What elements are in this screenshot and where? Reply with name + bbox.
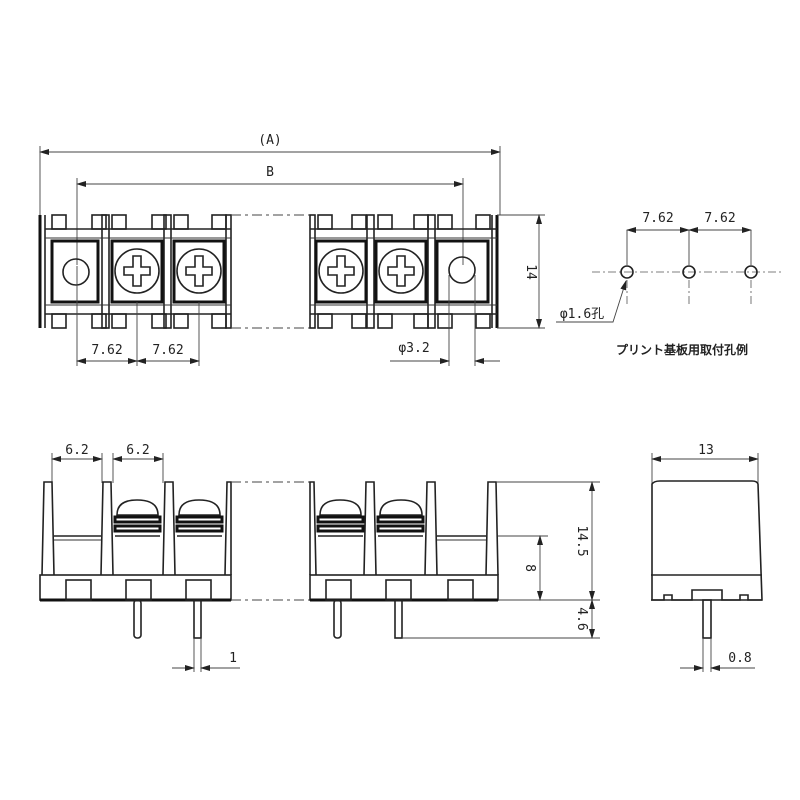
dimension-pitch-top: 7.62 7.62 [76, 266, 200, 366]
phillips-screw-icon [123, 255, 151, 287]
hole-leader-line [556, 280, 627, 323]
screw-terminal-3 [314, 239, 368, 304]
phillips-screw-icon [387, 255, 415, 287]
width-label-2: 6.2 [126, 443, 149, 458]
pcb-hole-3 [744, 265, 758, 279]
mounting-hole-label: φ3.2 [398, 341, 429, 356]
screw-terminal-4 [374, 239, 428, 304]
terminal-block-left-section [38, 214, 232, 329]
pin-length-label: 4.6 [574, 607, 589, 630]
dimension-mounting-pitch: B [76, 165, 464, 265]
screw-head-front-4 [376, 499, 425, 537]
pcb-pitch-label-1: 7.62 [642, 211, 673, 226]
pcb-hole-2 [682, 265, 696, 279]
mounting-hole-right [448, 256, 476, 284]
total-height-label: 14.5 [574, 525, 589, 556]
side-view: 13 0.8 [651, 443, 763, 672]
mounting-pad-left [50, 239, 100, 304]
phillips-screw-icon [185, 255, 213, 287]
pcb-layout-caption: プリント基板用取付孔例 [616, 342, 748, 357]
side-width-label: 13 [698, 443, 714, 458]
screw-terminal-1 [110, 239, 164, 304]
screw-head-front-2 [175, 499, 224, 537]
screw-head-front-1 [113, 499, 162, 537]
dimension-mounting-hole: φ3.2 [390, 275, 500, 366]
height-label: 14 [523, 264, 538, 280]
pin-thickness-label: 0.8 [728, 651, 751, 666]
phillips-screw-icon [327, 255, 355, 287]
front-view: 6.2 6.2 [39, 443, 600, 672]
screw-terminal-2 [172, 239, 226, 304]
dimension-overall-length: (A) [39, 133, 501, 215]
top-view: (A) B [38, 133, 545, 366]
screw-head-front-3 [316, 499, 365, 537]
pcb-hole-label: φ1.6孔 [560, 307, 604, 322]
mounting-pad-right [435, 239, 490, 304]
mounting-pitch-label: B [266, 165, 274, 180]
pitch-label-2: 7.62 [152, 343, 183, 358]
pitch-label-1: 7.62 [91, 343, 122, 358]
pcb-pitch-label-2: 7.62 [704, 211, 735, 226]
terminal-block-right-section [309, 214, 499, 329]
overall-length-label: (A) [258, 133, 281, 148]
terminal-height-label: 8 [522, 564, 537, 572]
pin-width-label: 1 [229, 651, 237, 666]
pcb-hole-layout: 7.62 7.62 φ1.6孔 プリント基板用取付孔例 [556, 211, 782, 357]
width-label-1: 6.2 [65, 443, 88, 458]
mounting-hole-left [62, 258, 90, 286]
dimension-height: 14 [497, 214, 545, 329]
pcb-hole-1 [620, 265, 634, 279]
